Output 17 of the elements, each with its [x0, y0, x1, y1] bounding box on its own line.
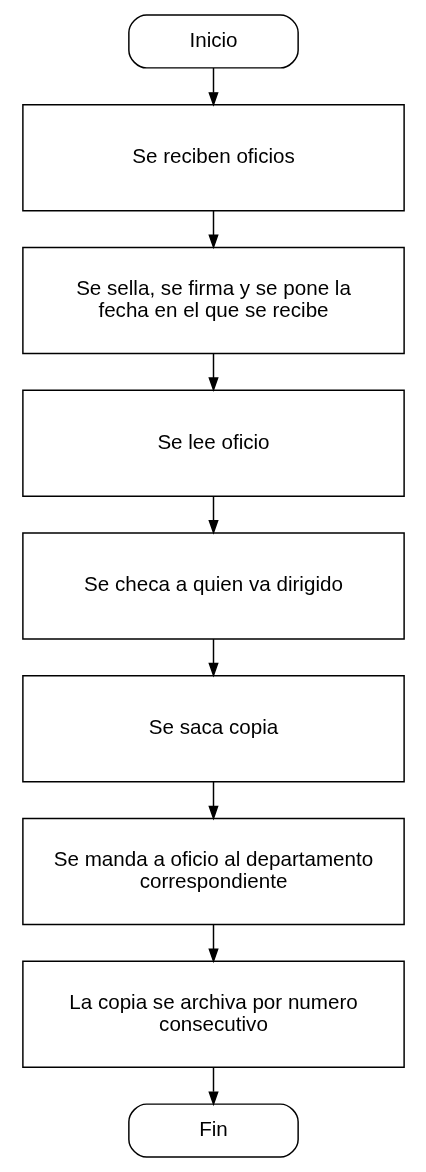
node-box: La copia se archiva por numero consecutivo — [21, 960, 405, 1069]
node-box: Inicio — [127, 14, 299, 69]
arrow — [207, 210, 219, 250]
node-box: Se manda a oficio al departamento correspondiente — [21, 817, 405, 926]
arrow — [207, 923, 219, 964]
arrow — [207, 1067, 219, 1107]
arrow — [207, 495, 219, 535]
node-box: Se lee oficio — [21, 389, 405, 497]
arrow — [207, 781, 219, 821]
arrow — [207, 352, 219, 393]
node-box: Se reciben oficios — [21, 103, 405, 212]
arrow — [207, 67, 219, 107]
node-box: Se checa a quien va dirigido — [21, 532, 405, 640]
node-box: Se saca copia — [21, 675, 405, 783]
arrow — [207, 638, 219, 678]
node-box: Se sella, se firma y se pone la fecha en el que se recibe — [21, 246, 405, 355]
node-box: Fin — [127, 1103, 299, 1158]
